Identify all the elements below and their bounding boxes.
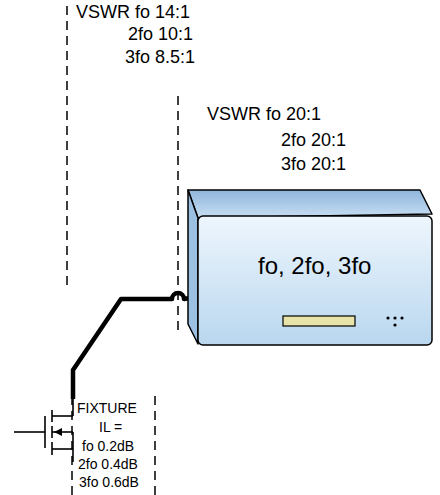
analyzer-instrument: fo, 2fo, 3fo xyxy=(184,184,436,348)
vswr-label: 3fo 8.5:1 xyxy=(125,48,195,68)
fixture-loss-label: IL = xyxy=(99,420,122,435)
reference-plane-lines xyxy=(67,6,178,495)
vswr-label: 2fo 20:1 xyxy=(281,131,346,151)
vswr-label: 2fo 10:1 xyxy=(128,25,193,45)
screen-label: fo, 2fo, 3fo xyxy=(258,253,371,279)
transistor-arrow xyxy=(54,428,62,436)
vswr-label: VSWR fo 14:1 xyxy=(76,3,190,23)
fixture-loss-label: FIXTURE xyxy=(77,401,137,416)
fixture-loss-label: fo 0.2dB xyxy=(82,439,134,454)
fixture-loss-label: 3fo 0.6dB xyxy=(79,475,139,490)
vswr-label: 3fo 20:1 xyxy=(281,155,346,175)
vswr-label: VSWR fo 20:1 xyxy=(207,105,321,125)
coax-cable xyxy=(73,293,196,399)
transistor-symbol xyxy=(14,398,73,462)
fixture-loss-label: 2fo 0.4dB xyxy=(78,457,138,472)
